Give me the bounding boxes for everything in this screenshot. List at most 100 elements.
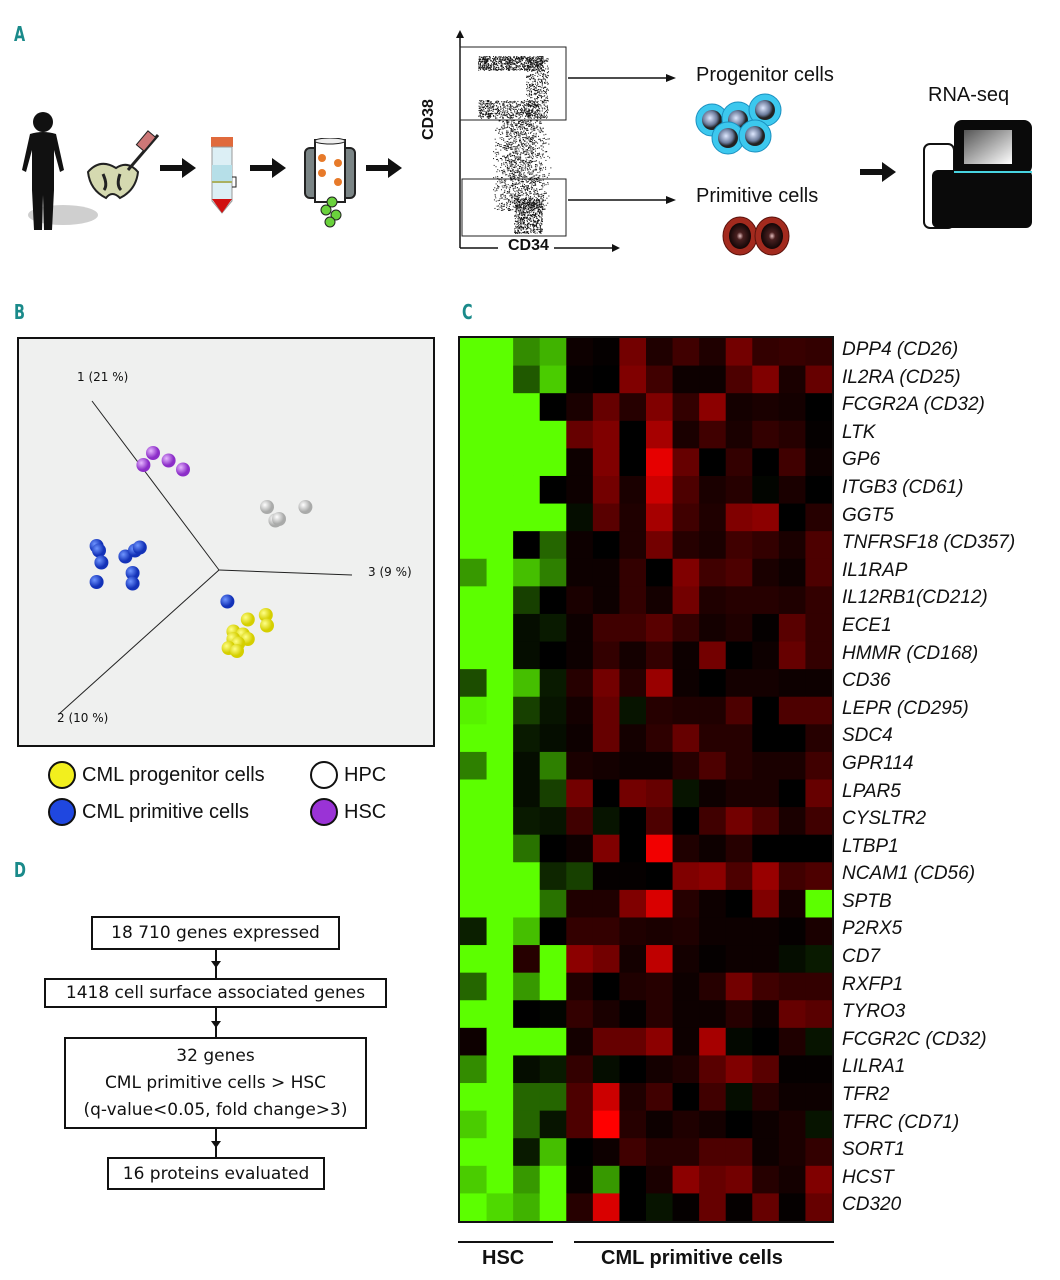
heatmap-cell — [778, 1193, 806, 1221]
progenitor-cells-icon — [695, 93, 782, 155]
heatmap-cell — [460, 724, 488, 753]
heatmap-cell — [566, 393, 594, 422]
pca-plot: 1 (21 %) 2 (10 %) 3 (9 %) — [17, 337, 435, 747]
heatmap-cell — [778, 1165, 806, 1194]
heatmap-cell — [672, 1110, 700, 1139]
heatmap-cell — [699, 338, 727, 367]
pca-point-hsc — [136, 458, 151, 472]
heatmap-cell — [752, 1055, 780, 1084]
heatmap-cell — [699, 586, 727, 615]
heatmap-cell — [805, 917, 832, 946]
heatmap-cell — [460, 365, 488, 394]
gene-label: TFR2 — [842, 1084, 890, 1106]
heatmap-cell — [778, 889, 806, 918]
gene-label: DPP4 (CD26) — [842, 339, 959, 360]
heatmap-cell — [566, 807, 594, 836]
heatmap-cell — [513, 475, 541, 505]
heatmap-cell — [778, 1027, 806, 1056]
heatmap-cell — [646, 365, 674, 394]
heatmap-cell — [672, 475, 700, 505]
heatmap-cell — [805, 1193, 832, 1221]
heatmap-cell — [619, 945, 647, 974]
legend-item-cml-progenitor: CML progenitor cells — [48, 761, 265, 789]
heatmap-cell — [513, 1193, 541, 1221]
heatmap-cell — [752, 448, 780, 477]
heatmap-cell — [486, 751, 514, 780]
heatmap-cell — [646, 586, 674, 615]
heatmap-cell — [805, 807, 832, 836]
heatmap-cell — [486, 834, 514, 863]
heatmap-cell — [539, 972, 567, 1001]
panel-d-letter: D — [14, 858, 26, 882]
heatmap-cell — [619, 1027, 647, 1056]
heatmap-cell — [672, 531, 700, 560]
heatmap-cell — [486, 696, 514, 725]
legend-swatch — [310, 798, 338, 826]
heatmap-cell — [778, 586, 806, 615]
heatmap-cell — [539, 448, 567, 477]
heatmap-cell — [699, 945, 727, 974]
heatmap-cell — [725, 338, 753, 367]
panel-c-letter: C — [462, 300, 473, 324]
heatmap-cell — [725, 586, 753, 615]
heatmap-cell — [805, 696, 832, 725]
heatmap-cell — [619, 641, 647, 670]
heatmap-cell — [486, 503, 514, 532]
heatmap-cell — [566, 889, 594, 918]
heatmap-cell — [592, 1110, 620, 1139]
heatmap-cell — [672, 641, 700, 670]
heatmap-cell — [513, 1083, 541, 1112]
heatmap-cell — [539, 669, 567, 698]
heatmap-cell — [460, 1110, 488, 1139]
heatmap-cell — [592, 917, 620, 946]
heatmap-cell — [619, 503, 647, 532]
heatmap-cell — [619, 779, 647, 808]
gene-label: HCST — [842, 1166, 894, 1188]
heatmap-cell — [486, 558, 514, 587]
heatmap-cell — [566, 779, 594, 808]
heatmap-cell — [646, 338, 674, 367]
heatmap-cell — [539, 917, 567, 946]
heatmap-cell — [672, 889, 700, 918]
arrow-down-icon — [211, 1021, 221, 1028]
heatmap-cell — [805, 945, 832, 974]
heatmap-cell — [646, 641, 674, 670]
heatmap-cell — [539, 807, 567, 836]
heatmap-cell — [778, 972, 806, 1001]
pelvis-syringe-icon — [86, 130, 160, 200]
heatmap-cell — [699, 420, 727, 449]
heatmap-cell — [752, 338, 780, 367]
heatmap-cell — [672, 1000, 700, 1029]
heatmap-cell — [566, 972, 594, 1001]
heatmap-cell — [619, 1000, 647, 1029]
legend-swatch — [310, 761, 338, 789]
heatmap-cell — [672, 1165, 700, 1194]
heatmap-cell — [539, 945, 567, 974]
gene-label: HMMR (CD168) — [842, 642, 979, 664]
heatmap-cell — [486, 338, 514, 367]
flow-cytometry-plot — [456, 30, 620, 252]
heatmap-cell — [513, 1110, 541, 1139]
gene-label: TNFRSF18 (CD357) — [842, 532, 1016, 554]
heatmap-cell — [752, 834, 780, 863]
gene-label: TFRC (CD71) — [842, 1111, 960, 1133]
pca-point-hsc — [176, 462, 190, 477]
heatmap-cell — [699, 972, 727, 1001]
heatmap-cell — [646, 917, 674, 946]
heatmap-cell — [513, 613, 541, 643]
heatmap-cell — [805, 475, 832, 505]
heatmap-cell — [699, 917, 727, 946]
heatmap-cell — [486, 1055, 514, 1084]
centrifuge-tube-icon — [211, 137, 237, 214]
heatmap-cell — [513, 531, 541, 560]
heatmap-cell — [646, 972, 674, 1001]
heatmap-cell — [672, 862, 700, 891]
heatmap-cell — [646, 1083, 674, 1112]
hsc-group-label: HSC — [482, 1247, 525, 1269]
heatmap-cell — [725, 1138, 753, 1167]
gene-label: CD7 — [842, 946, 881, 968]
heatmap-cell — [539, 338, 567, 367]
heatmap-cell — [486, 365, 514, 394]
heatmap-cell — [486, 889, 514, 918]
heatmap-cell — [460, 972, 488, 1001]
